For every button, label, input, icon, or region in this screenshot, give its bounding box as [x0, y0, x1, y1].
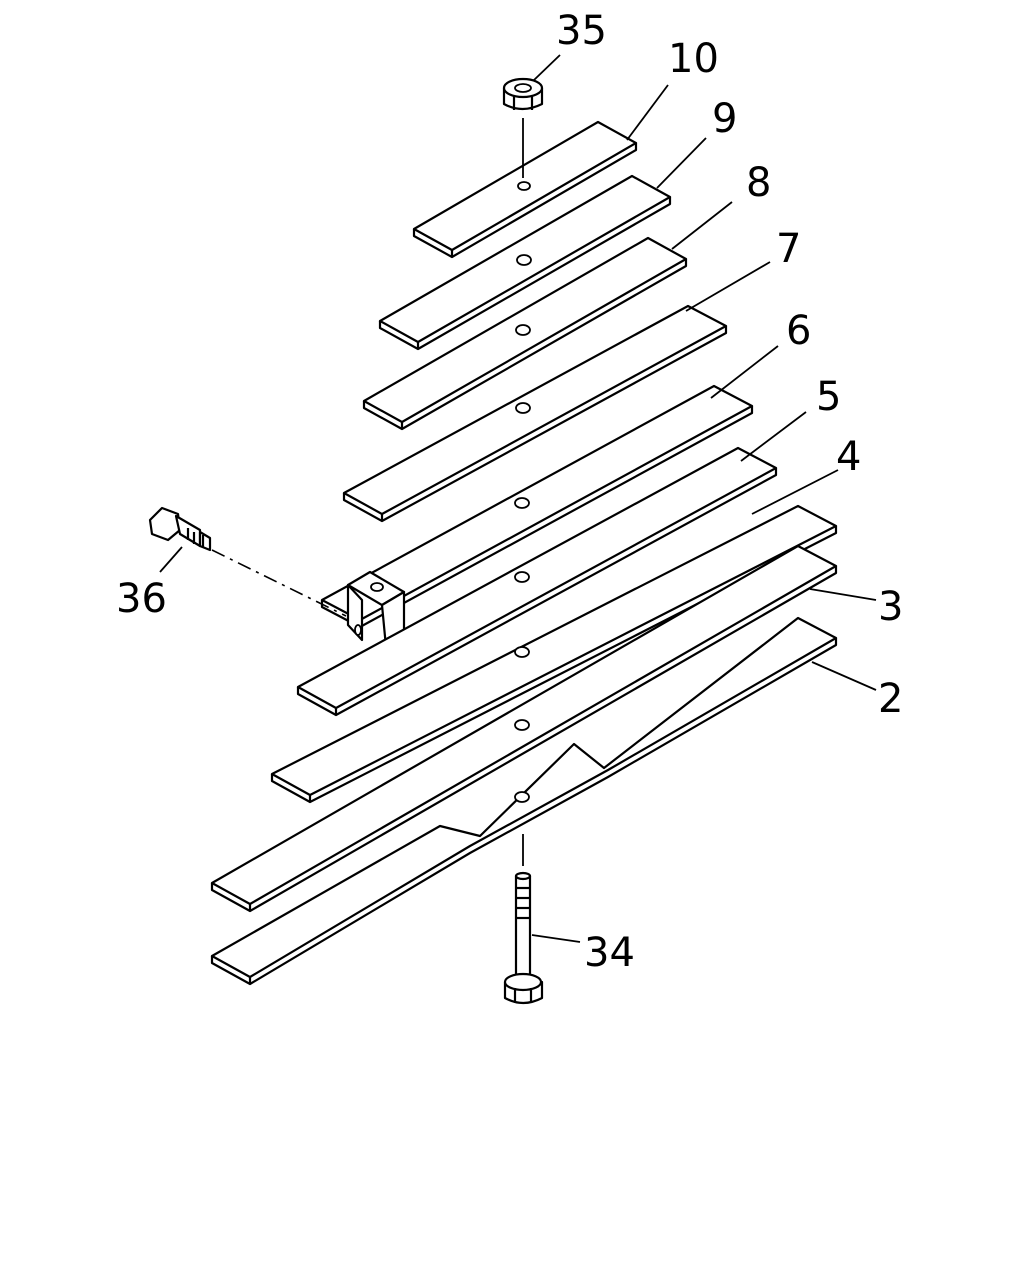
- callout-2: 2: [878, 676, 903, 722]
- leader-lines: [159, 54, 877, 943]
- bolt-34: [503, 871, 544, 1005]
- callout-8: 8: [746, 160, 771, 206]
- leaf-3: [210, 544, 838, 913]
- callout-4: 4: [836, 434, 861, 480]
- callout-34: 34: [584, 930, 635, 976]
- leaf-8: [362, 236, 688, 431]
- leaf-9: [378, 174, 672, 351]
- callout-6: 6: [786, 308, 811, 354]
- callout-35: 35: [556, 8, 607, 54]
- callout-3: 3: [878, 584, 903, 630]
- leaf-4: [270, 504, 838, 804]
- leaf-2: [210, 616, 838, 986]
- callout-7: 7: [776, 226, 801, 272]
- leaf-7: [342, 304, 728, 523]
- nut-35: [502, 77, 544, 111]
- assembly-axes: [211, 118, 524, 866]
- callout-10: 10: [668, 36, 719, 82]
- leaf-10: [412, 120, 638, 259]
- bolt-36: [148, 506, 212, 552]
- leaf-5: [296, 446, 778, 717]
- callout-36: 36: [116, 576, 167, 622]
- callouts: 35 10 9 8 7 6 5 4 3 2 36 34: [116, 8, 903, 976]
- callout-5: 5: [816, 374, 841, 420]
- callout-9: 9: [712, 96, 737, 142]
